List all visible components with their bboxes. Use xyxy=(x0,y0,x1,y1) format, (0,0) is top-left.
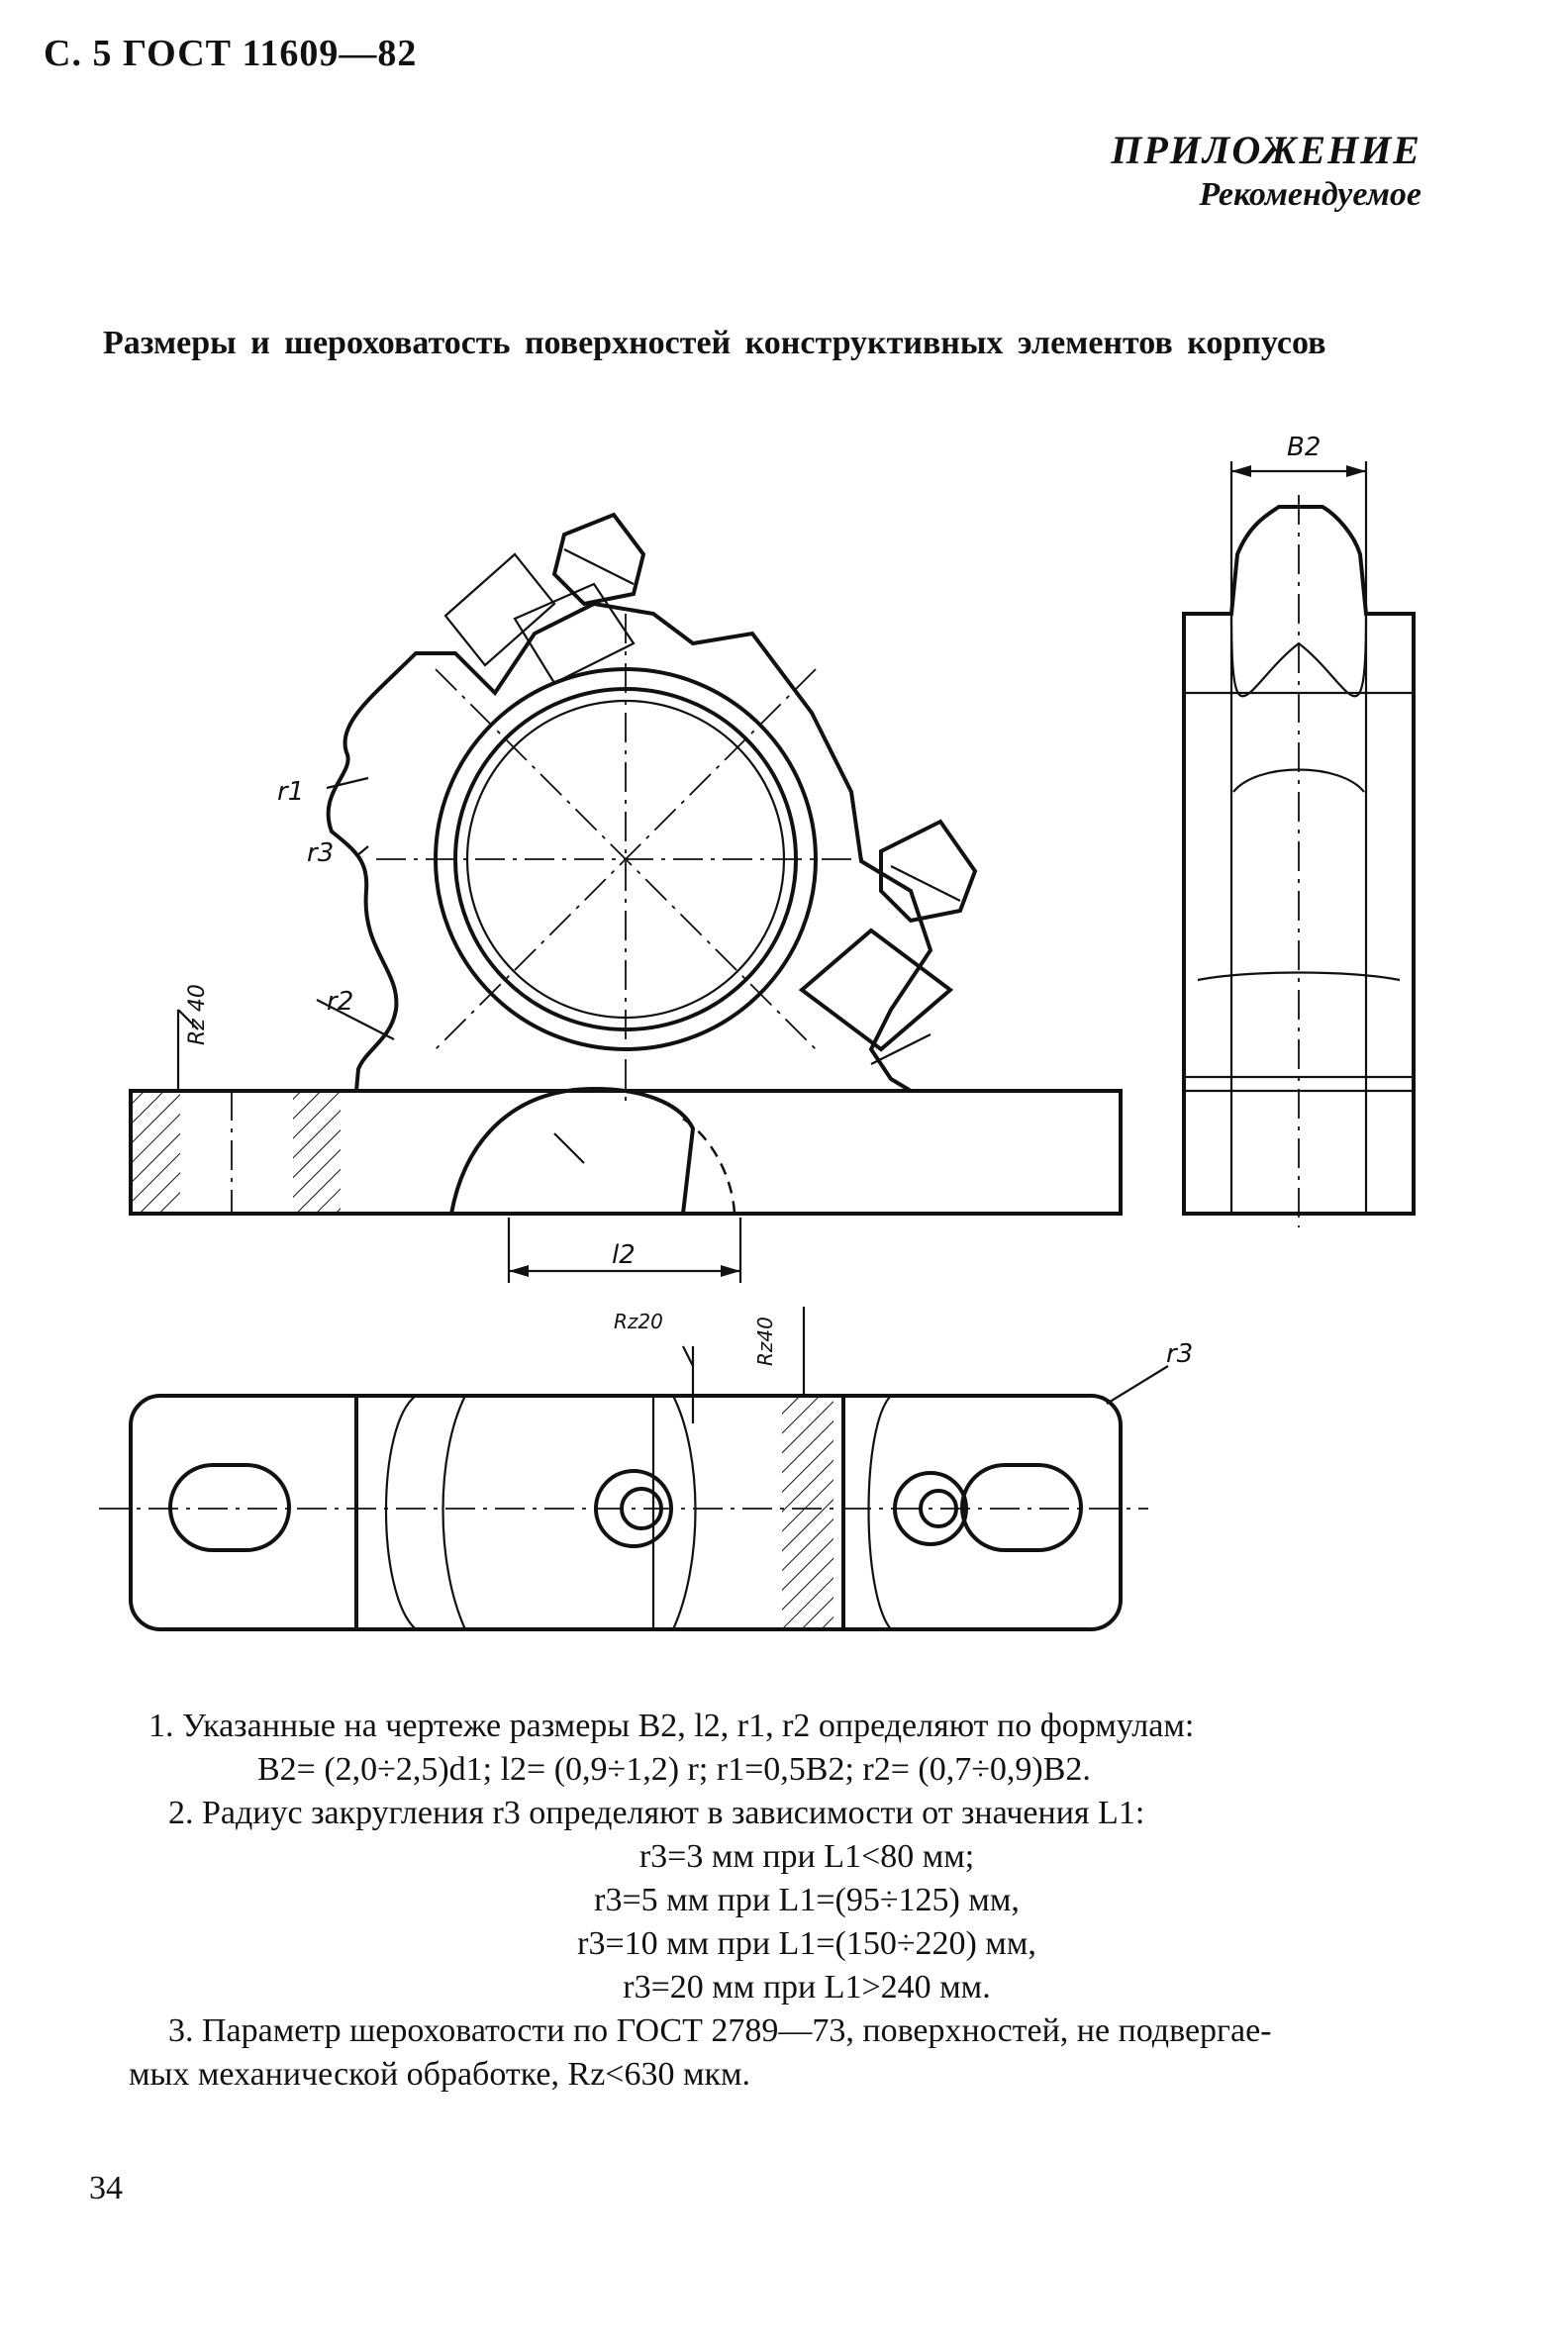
base-plate xyxy=(129,1089,1123,1216)
note-2-line-5: r3=20 мм при L1>240 мм. xyxy=(623,1969,991,2006)
appendix-heading: ПРИЛОЖЕНИЕ xyxy=(1111,128,1421,172)
label-r2: r2 xyxy=(327,987,353,1017)
hatched-section-left xyxy=(133,1093,180,1212)
label-rz20: Rz20 xyxy=(614,1310,663,1333)
housing-outline xyxy=(326,601,933,1093)
label-rz40-front: Rz 40 xyxy=(185,984,210,1045)
base-arch-section xyxy=(448,1086,696,1216)
label-r3: r3 xyxy=(307,838,334,868)
slot-left xyxy=(168,1463,291,1552)
document-reference: С. 5 ГОСТ 11609—82 xyxy=(44,33,418,74)
label-l2: l2 xyxy=(612,1240,636,1270)
slot-right xyxy=(960,1463,1083,1552)
note-2-line-4: r3=10 мм при L1=(150÷220) мм, xyxy=(577,1925,1036,1962)
plan-outline xyxy=(129,1394,1123,1631)
front-view xyxy=(129,512,1123,1283)
note-2-line-3: r3=5 мм при L1=(95÷125) мм, xyxy=(594,1882,1020,1918)
label-b2: B2 xyxy=(1287,433,1321,462)
label-rz40-plan: Rz40 xyxy=(753,1317,777,1366)
plan-hatch xyxy=(782,1398,833,1627)
hatched-section-mid xyxy=(293,1093,341,1212)
label-r3-plan: r3 xyxy=(1166,1339,1193,1369)
plan-view xyxy=(99,1307,1169,1631)
note-2-line-1: 2. Радиус закругления r3 определяют в за… xyxy=(168,1795,1145,1831)
bolt-top-left xyxy=(443,512,646,685)
notes-block: 1. Указанные на чертеже размеры B2, l2, … xyxy=(129,1705,1465,2097)
side-view xyxy=(1182,461,1416,1227)
side-profile xyxy=(1182,505,1416,1216)
page-number: 34 xyxy=(89,2170,123,2206)
page-title: Размеры и шероховатость поверхностей кон… xyxy=(103,325,1326,361)
label-r1: r1 xyxy=(277,777,304,807)
note-2-line-2: r3=3 мм при L1<80 мм; xyxy=(638,1838,975,1875)
note-3-line-2: мых механической обработке, Rz<630 мкм. xyxy=(129,2056,751,2093)
note-1-line-1: 1. Указанные на чертеже размеры B2, l2, … xyxy=(148,1708,1195,1744)
appendix-status: Рекомендуемое xyxy=(1199,176,1421,213)
note-1-line-2: B2= (2,0÷2,5)d1; l2= (0,9÷1,2) r; r1=0,5… xyxy=(257,1751,1091,1788)
note-3-line-1: 3. Параметр шероховатости по ГОСТ 2789—7… xyxy=(168,2012,1272,2049)
bolt-right xyxy=(798,819,978,1052)
